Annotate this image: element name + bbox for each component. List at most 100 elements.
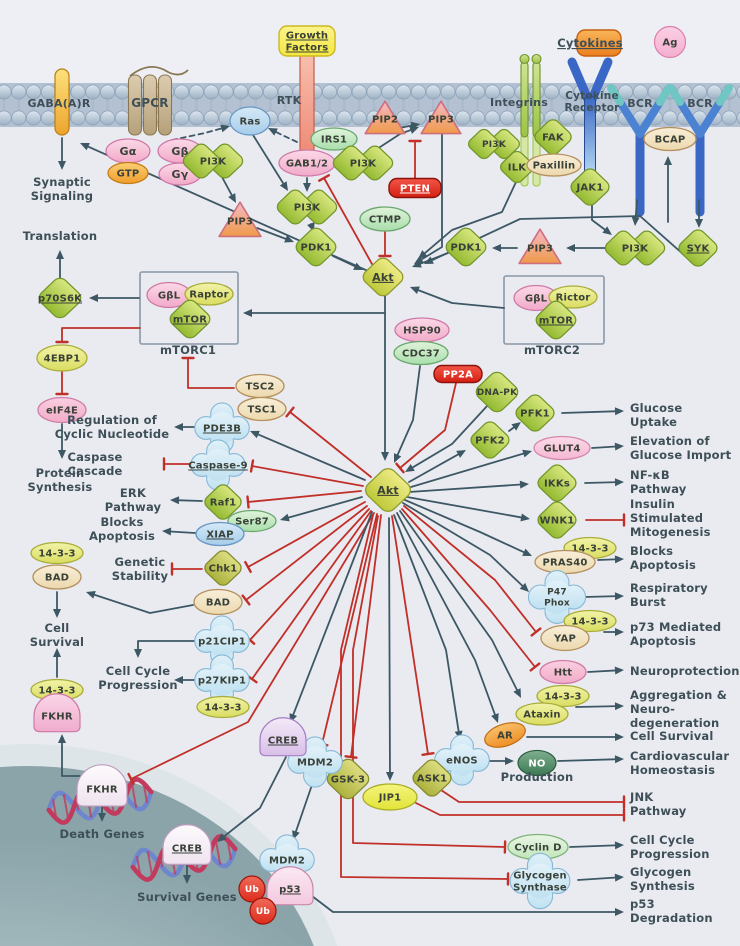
node-tsc2[interactable]: TSC2 <box>235 373 285 399</box>
node-dna-pk[interactable]: DNA-PK <box>473 369 521 415</box>
node-pip3-a[interactable]: PIP3 <box>420 100 462 135</box>
node-e4ebp1[interactable]: 4EBP1 <box>36 344 88 372</box>
node-ctmp[interactable]: CTMP <box>359 206 411 232</box>
node-gtp[interactable]: GTP <box>107 161 149 185</box>
node-label: mTOR <box>173 315 207 326</box>
node-irs1[interactable]: IRS1 <box>310 127 358 151</box>
node-raf1[interactable]: Raf1 <box>202 482 244 522</box>
node-mtor-1[interactable]: mTOR <box>167 297 213 341</box>
node-ar[interactable]: AR <box>482 718 529 752</box>
node-mtor-2[interactable]: mTOR <box>533 298 579 342</box>
node-eif4e[interactable]: eIF4E <box>37 396 87 424</box>
node-gbl-2[interactable]: GβL <box>513 284 559 312</box>
node-ub2[interactable]: Ub <box>249 897 277 925</box>
node-wnk1[interactable]: WNK1 <box>535 499 579 541</box>
node-enos[interactable]: eNOS <box>434 734 490 786</box>
node-pip3-c[interactable]: PIP3 <box>518 228 562 265</box>
receptor-rtk[interactable] <box>299 45 315 163</box>
node-g-alpha[interactable]: Gα <box>105 138 151 164</box>
node-ilk[interactable]: ILK <box>498 149 536 185</box>
node-creb-n[interactable]: CREB <box>162 824 212 865</box>
node-pras40[interactable]: PRAS40 <box>534 549 596 575</box>
node-pfk2[interactable]: PFK2 <box>468 419 512 461</box>
node-caspase9[interactable]: Caspase-9 <box>188 439 248 491</box>
node-creb-a[interactable]: CREB <box>259 717 307 757</box>
node-pde3b[interactable]: PDE3B <box>194 402 250 454</box>
node-cdc37[interactable]: CDC37 <box>393 340 449 366</box>
node-ag[interactable]: Ag <box>653 25 687 59</box>
node-raptor[interactable]: Raptor <box>184 282 234 306</box>
node-syk[interactable]: SYK <box>676 227 720 269</box>
node-ser87[interactable]: Ser87 <box>227 509 277 533</box>
node-p27kip1[interactable]: p27KIP1 <box>194 654 250 706</box>
node-label: ILK <box>508 163 527 174</box>
node-ask1[interactable]: ASK1 <box>410 757 454 799</box>
node-t1433-c[interactable]: 14-3-3 <box>536 684 590 708</box>
node-t1433-d[interactable]: 14-3-3 <box>196 695 250 719</box>
node-pi3k-e[interactable]: PI3K <box>603 228 668 267</box>
receptor-bcr[interactable] <box>607 84 673 217</box>
node-fak[interactable]: FAK <box>532 117 574 157</box>
node-pdk1-a[interactable]: PDK1 <box>293 225 339 269</box>
node-ikks[interactable]: IKKs <box>535 462 579 504</box>
node-akt-hub[interactable]: Akt <box>362 465 414 514</box>
node-pfk1[interactable]: PFK1 <box>513 392 557 434</box>
node-paxillin[interactable]: Paxillin <box>526 153 582 177</box>
edge-15 <box>378 231 392 258</box>
node-tsc1[interactable]: TSC1 <box>237 396 287 422</box>
edge-12 <box>408 139 422 179</box>
node-pi3k-b[interactable]: PI3K <box>331 143 396 182</box>
node-pip3-b[interactable]: PIP3 <box>218 201 262 238</box>
node-bad-c[interactable]: BAD <box>193 588 243 616</box>
node-label: GLUT4 <box>543 444 580 455</box>
node-ataxin[interactable]: Ataxin <box>515 702 569 726</box>
node-pi3k-c[interactable]: PI3K <box>275 187 340 226</box>
edge-34 <box>285 406 372 478</box>
node-p70s6k[interactable]: p70S6K <box>36 275 84 321</box>
node-pip2[interactable]: PIP2 <box>364 100 406 135</box>
node-xiap[interactable]: XIAP <box>195 521 245 547</box>
node-gab12[interactable]: GAB1/2 <box>278 149 336 177</box>
node-ras[interactable]: Ras <box>229 106 271 136</box>
node-t1433-e[interactable]: 14-3-3 <box>30 541 84 565</box>
node-htt[interactable]: Htt <box>539 659 587 685</box>
node-jak1[interactable]: JAK1 <box>568 166 612 208</box>
label-mem-integrins: Integrins <box>490 96 548 109</box>
node-cytokines-box[interactable] <box>576 29 622 57</box>
node-fkhr-n[interactable]: FKHR <box>76 764 128 807</box>
node-pi3k-a[interactable]: PI3K <box>181 141 246 180</box>
edge-56 <box>127 512 375 786</box>
node-bcap[interactable]: BCAP <box>643 126 697 152</box>
receptor-gabar[interactable] <box>54 68 70 136</box>
node-pten[interactable]: PTEN <box>388 177 442 199</box>
node-bad-l[interactable]: BAD <box>32 564 82 590</box>
node-t1433-b[interactable]: 14-3-3 <box>563 609 617 633</box>
node-label: DNA-PK <box>477 388 518 398</box>
node-mdm2-a[interactable]: MDM2 <box>287 736 343 788</box>
node-hsp90[interactable]: HSP90 <box>394 317 450 343</box>
node-chk1[interactable]: Chk1 <box>202 548 244 588</box>
node-no[interactable]: NO <box>517 749 557 777</box>
edge-17 <box>591 202 612 235</box>
node-pdk1-b[interactable]: PDK1 <box>443 225 489 269</box>
node-jip1[interactable]: JIP1 <box>362 783 418 811</box>
receptor-cytr[interactable] <box>567 57 613 185</box>
receptor-bcr2[interactable] <box>667 84 733 217</box>
edge-86 <box>597 555 624 564</box>
node-akt-m[interactable]: Akt <box>360 255 406 299</box>
receptor-gpcr[interactable] <box>127 66 189 136</box>
node-glut4[interactable]: GLUT4 <box>533 435 591 461</box>
edge-60 <box>217 756 287 842</box>
node-yap[interactable]: YAP <box>540 624 590 652</box>
edge-89 <box>408 480 529 493</box>
node-label: PIP3 <box>527 244 553 255</box>
node-pp2a[interactable]: PP2A <box>433 364 483 384</box>
node-fkhr-o[interactable]: FKHR <box>33 693 81 733</box>
node-p53[interactable]: p53 <box>266 866 314 906</box>
node-ub1[interactable]: Ub <box>238 875 266 903</box>
edge-31 <box>55 371 69 396</box>
